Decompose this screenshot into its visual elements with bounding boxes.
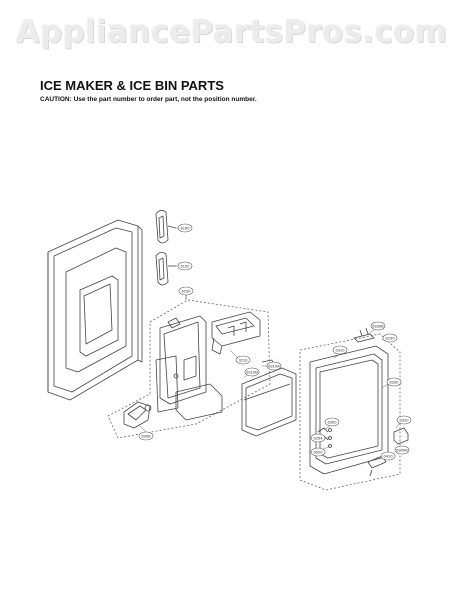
callout-label: 5310 xyxy=(336,348,346,353)
callout-label: 6310 xyxy=(400,418,410,423)
callout-label: 6310A xyxy=(268,364,280,369)
ice-maker-unit-drawing xyxy=(211,311,261,355)
callout-label: 6330 xyxy=(390,380,400,385)
door-liner-drawing xyxy=(47,219,143,401)
caution-note: CAUTION: Use the part number to order pa… xyxy=(40,96,257,103)
callout-bubble-6300 xyxy=(324,417,340,427)
cover-6150-drawing xyxy=(155,210,177,244)
callout-label: 6254 xyxy=(314,436,324,441)
ice-maker-assembly-boundary xyxy=(107,299,271,439)
callout-label: 6300A xyxy=(396,448,408,453)
latch-drawing xyxy=(393,427,409,445)
hinge-top-drawing xyxy=(353,327,375,343)
callout-bubble-6254 xyxy=(310,433,326,443)
callout-label: 6020 xyxy=(314,450,324,455)
ice-maker-bracket-drawing xyxy=(155,315,223,421)
callout-label: 6150 xyxy=(181,226,191,231)
auger-drawing xyxy=(123,401,152,429)
callout-bubble-6410 xyxy=(380,451,396,461)
callout-label: 6150 xyxy=(182,289,192,294)
callout-bubble-6230 xyxy=(382,333,398,343)
callout-bubble-6310 xyxy=(396,415,412,425)
callout-label: 6300 xyxy=(328,420,338,425)
callout-bubble-6330b xyxy=(370,321,386,331)
callout-bubble-6308 xyxy=(138,431,154,441)
page-title: ICE MAKER & ICE BIN PARTS xyxy=(40,78,224,93)
callout-bubble-6310a xyxy=(266,361,282,371)
callout-bubble-6330 xyxy=(386,377,402,387)
callout-label: 6410 xyxy=(384,454,394,459)
callout-bubble-3210 xyxy=(235,355,251,365)
ice-bin-drawing xyxy=(241,359,297,437)
callout-label: 6330B xyxy=(372,324,384,329)
callout-bubble-6020 xyxy=(310,447,326,457)
callout-label: 6310B xyxy=(246,370,258,375)
callout-bubble-6152 xyxy=(177,261,193,271)
callout-label: 6308 xyxy=(142,434,152,439)
watermark-logo: AppliancePartsPros.com xyxy=(15,14,448,50)
callout-label: 6230 xyxy=(386,336,396,341)
callout-bubble-6150b xyxy=(178,286,194,296)
door-assembly-boundary xyxy=(299,333,401,491)
callout-label: 6152 xyxy=(181,264,191,269)
callout-bubble-6150 xyxy=(177,223,193,233)
callout-bubble-6300a xyxy=(394,445,410,455)
cover-6152-drawing xyxy=(155,252,176,286)
callout-label: 3210 xyxy=(239,358,249,363)
callout-bubble-5310 xyxy=(332,345,348,355)
callout-bubble-6310b xyxy=(244,367,260,377)
hinge-bottom-drawing xyxy=(367,455,387,477)
